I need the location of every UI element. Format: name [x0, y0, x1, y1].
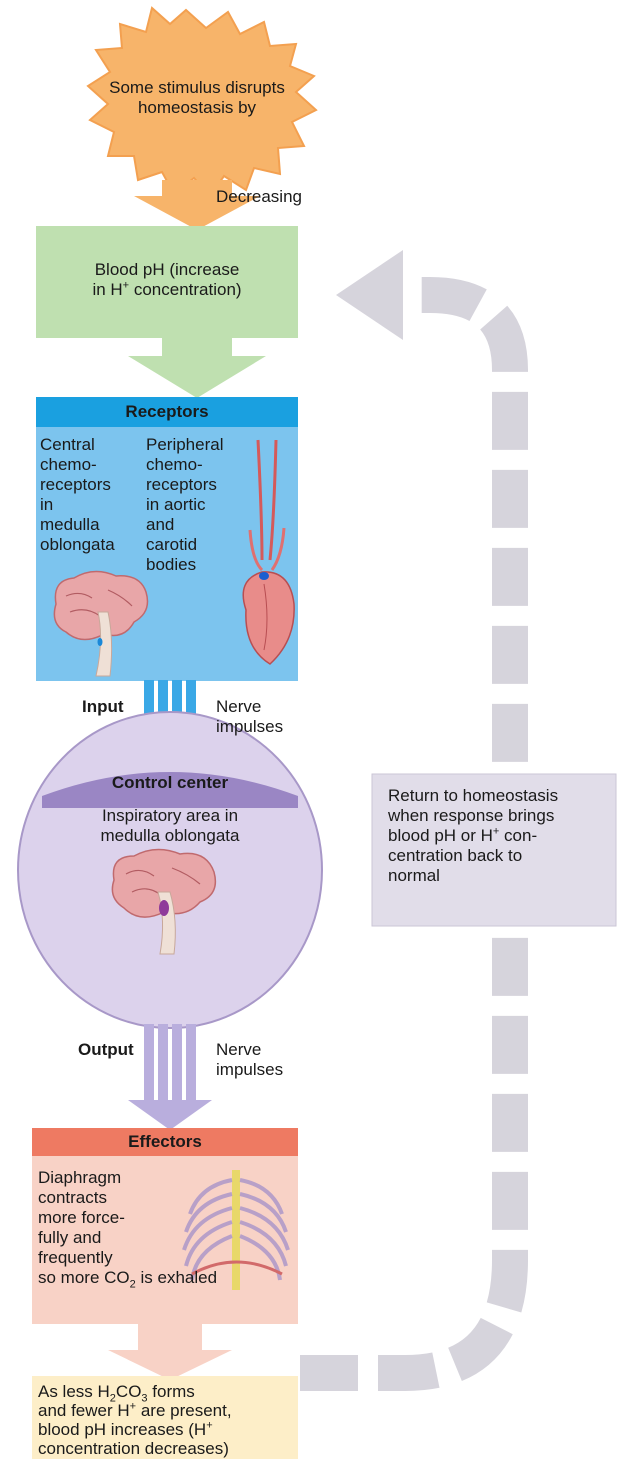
output-arrow [128, 1024, 212, 1130]
stimulus-line1: Some stimulus disrupts [109, 78, 285, 97]
output-label: Output [78, 1040, 134, 1059]
control-center-text: Inspiratory area in medulla oblongata [100, 806, 240, 845]
receptors-header: Receptors [125, 402, 209, 421]
condition-text: Blood pH (increase in H+ concentration) [36, 260, 298, 300]
feedback-arrowhead [336, 250, 403, 340]
heart-illustration [242, 439, 295, 665]
input-label: Input [82, 697, 124, 716]
return-to-homeostasis-text: Return to homeostasis when response brin… [388, 786, 559, 885]
control-center-header: Control center [111, 773, 229, 792]
feedback-loop-arrow [300, 250, 528, 1391]
decreasing-label: Decreasing [216, 187, 302, 206]
brain-illustration [53, 570, 149, 677]
control-brain-illustration [111, 848, 217, 955]
response-box [32, 1376, 298, 1459]
effectors-text: Diaphragm contracts more force- fully an… [38, 1168, 218, 1291]
control-center-header-band [42, 772, 298, 808]
arrow-stimulus-to-condition [134, 180, 260, 230]
stimulus-text: Some stimulus disrupts homeostasis by [68, 78, 326, 118]
effectors-header: Effectors [128, 1132, 202, 1151]
ribcage-illustration [182, 1170, 290, 1290]
central-chemoreceptors-text: Central chemo- receptors in medulla oblo… [40, 435, 115, 554]
receptors-header-bar [36, 397, 298, 427]
response-text: As less H2CO3 forms and fewer H+ are pre… [38, 1382, 232, 1458]
condition-line2: in H+ concentration) [92, 279, 242, 299]
output-nerve-impulses: Nerve impulses [216, 1040, 284, 1079]
peripheral-chemoreceptors-text: Peripheral chemo- receptors in aortic an… [146, 435, 224, 574]
input-nerve-impulses: Nerve impulses [216, 697, 284, 736]
condition-line1: Blood pH (increase [94, 260, 240, 279]
arrow-effectors-to-response [108, 1324, 232, 1380]
stimulus-line2: homeostasis by [137, 98, 257, 117]
return-box [371, 773, 617, 927]
condition-box [36, 226, 298, 338]
effectors-header-bar [32, 1128, 298, 1156]
arrow-condition-to-receptors [128, 338, 266, 398]
